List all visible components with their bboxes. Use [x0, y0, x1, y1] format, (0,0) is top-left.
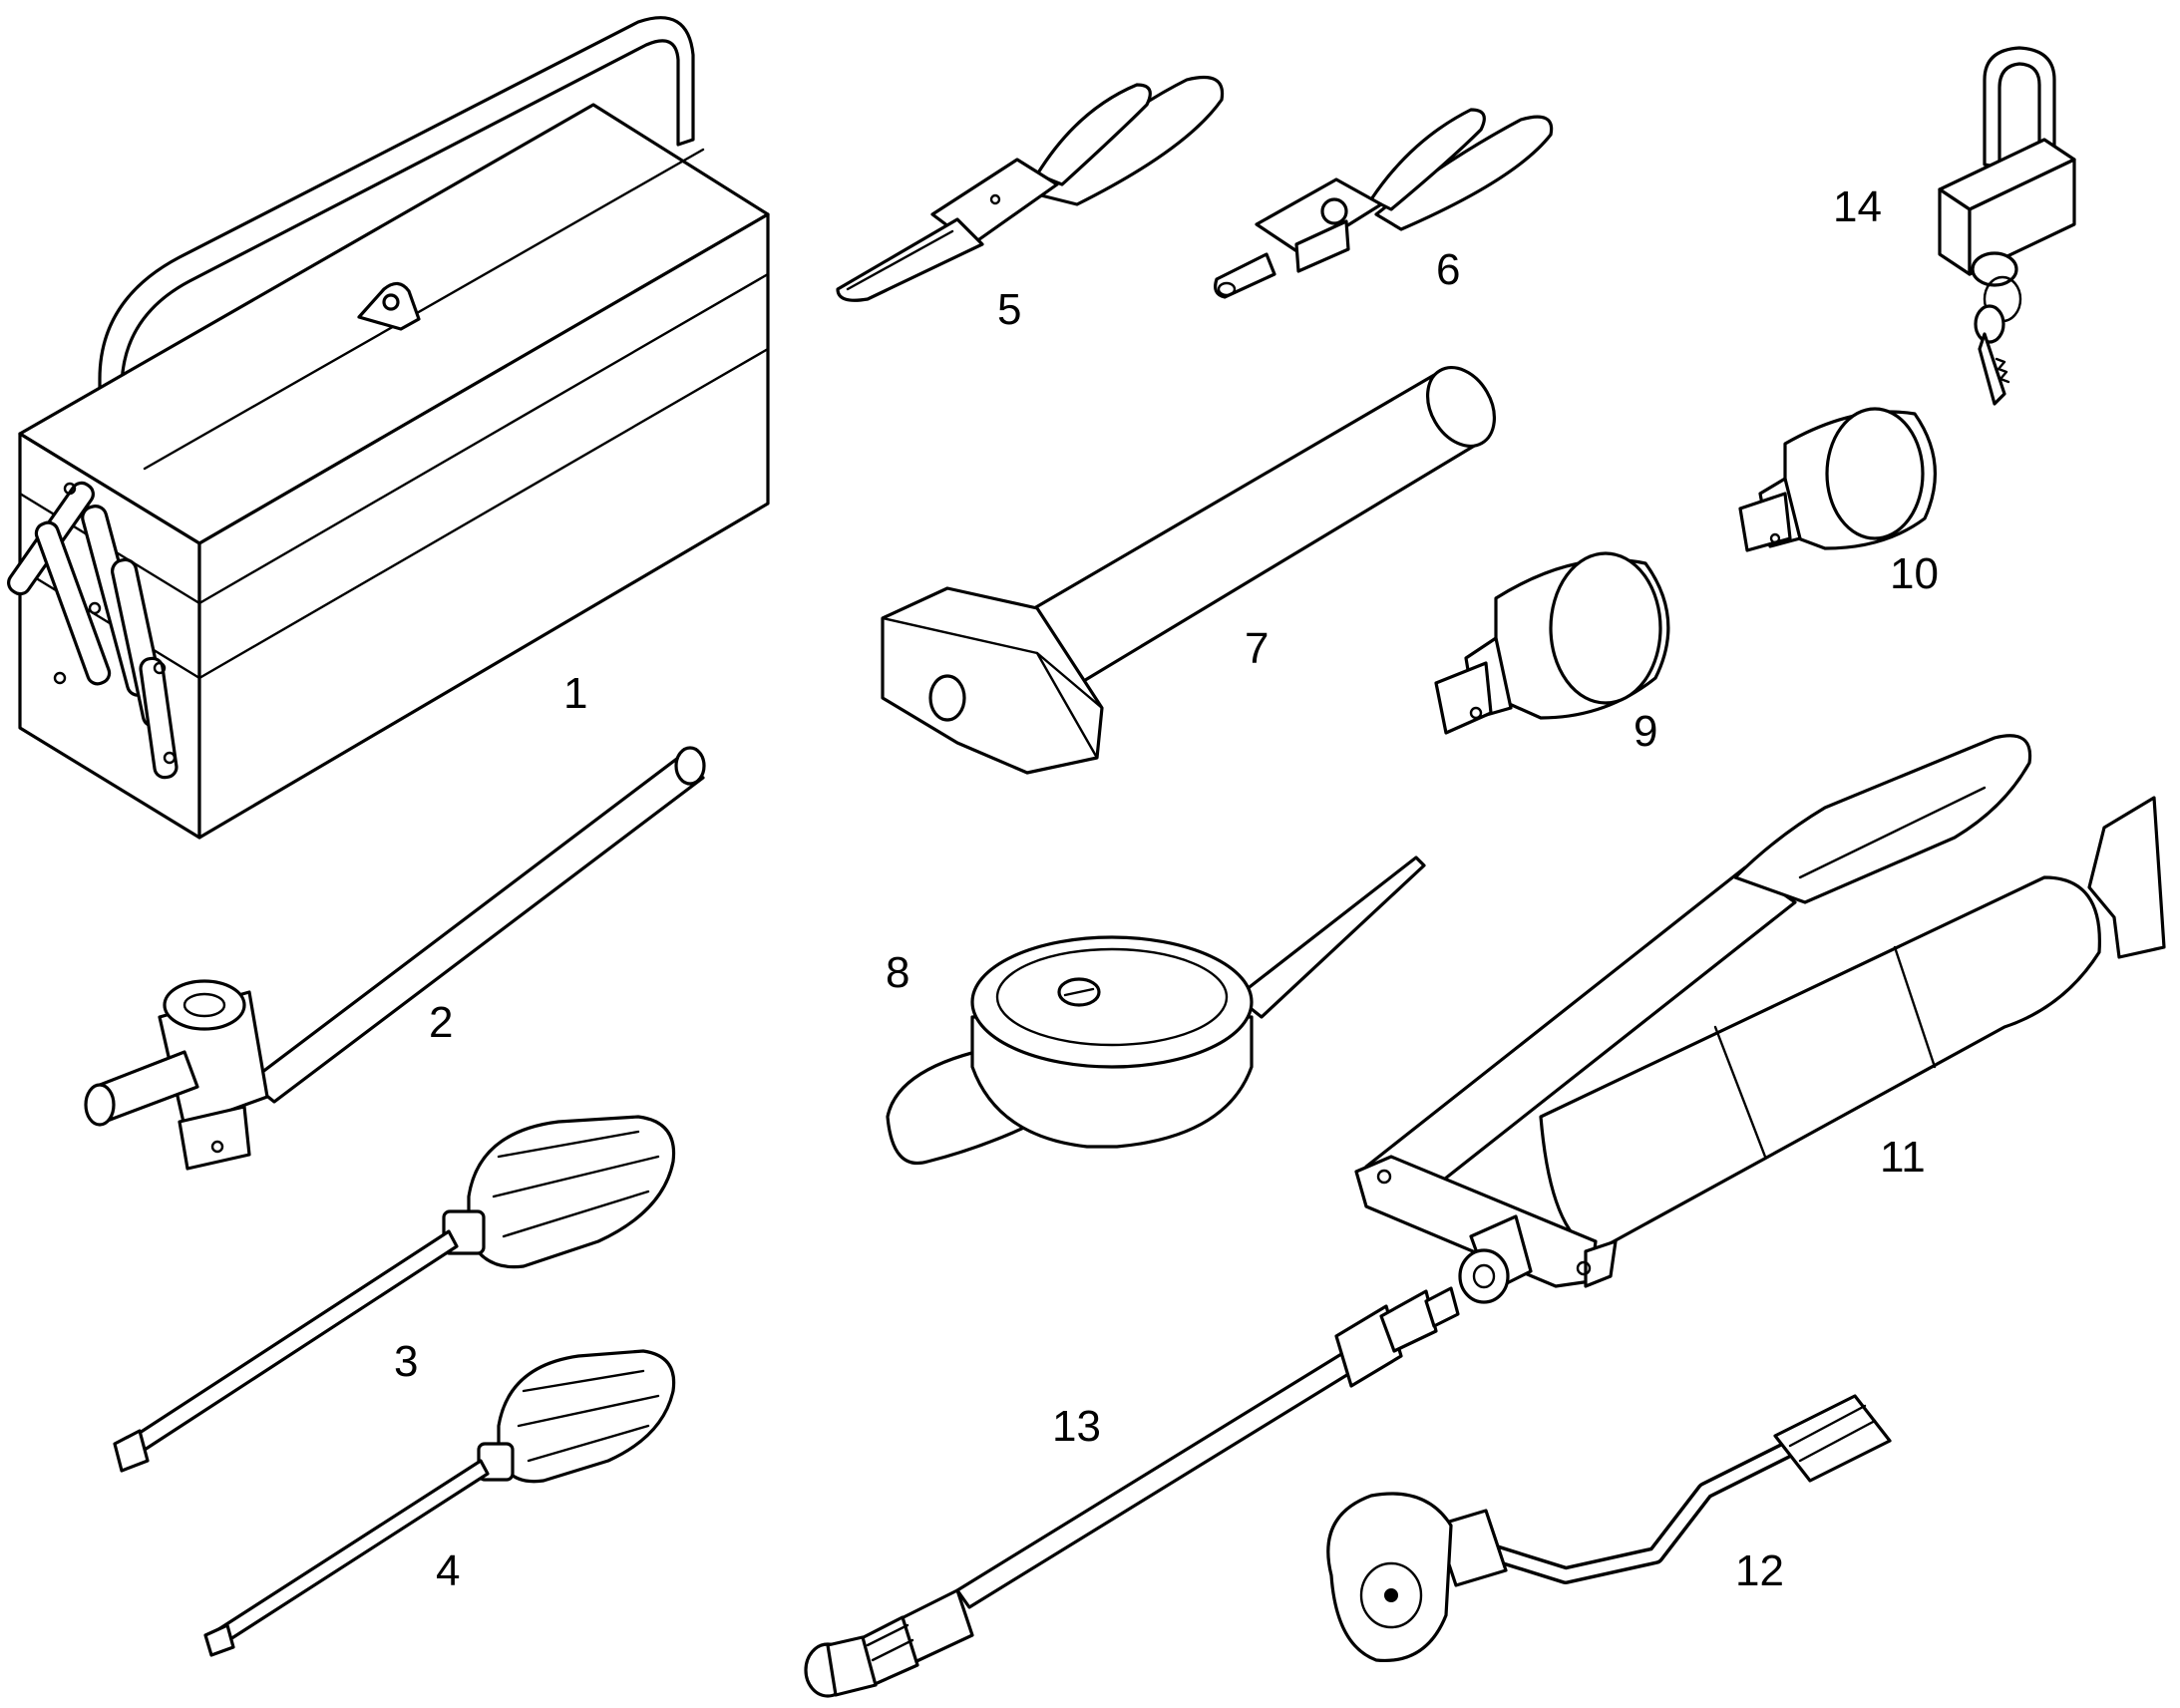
callout-11: 11: [1880, 1133, 1926, 1182]
grease-gun-illustration: [1354, 734, 2166, 1304]
callout-3: 3: [394, 1337, 418, 1386]
hammer-illustration: [881, 366, 1497, 775]
callout-14: 14: [1833, 182, 1882, 231]
grease-nozzle-illustration: [1326, 1394, 1892, 1663]
callout-13: 13: [1052, 1402, 1101, 1451]
screwdriver-large-illustration: [113, 1115, 676, 1473]
screwdriver-small-illustration: [203, 1349, 676, 1657]
pliers-flat-illustration: [836, 75, 1225, 302]
callout-1: 1: [563, 669, 587, 718]
callout-7: 7: [1245, 624, 1269, 673]
pliers-round-illustration: [1214, 108, 1554, 299]
oil-filter-wrench-illustration: [886, 855, 1426, 1165]
toolbox-illustration: [7, 16, 770, 840]
grease-hose-illustration: [804, 1286, 1460, 1698]
callout-10: 10: [1890, 549, 1939, 598]
callout-5: 5: [997, 285, 1021, 334]
callout-2: 2: [429, 998, 453, 1047]
socket-small-illustration: [1738, 407, 1937, 552]
callout-9: 9: [1634, 707, 1657, 756]
callout-8: 8: [886, 948, 909, 997]
callout-4: 4: [436, 1546, 460, 1595]
callout-6: 6: [1436, 245, 1460, 294]
socket-wrench-illustration: [84, 746, 706, 1171]
callout-12: 12: [1735, 1546, 1784, 1595]
padlock-illustration: [1938, 46, 2076, 406]
socket-large-illustration: [1434, 551, 1670, 735]
